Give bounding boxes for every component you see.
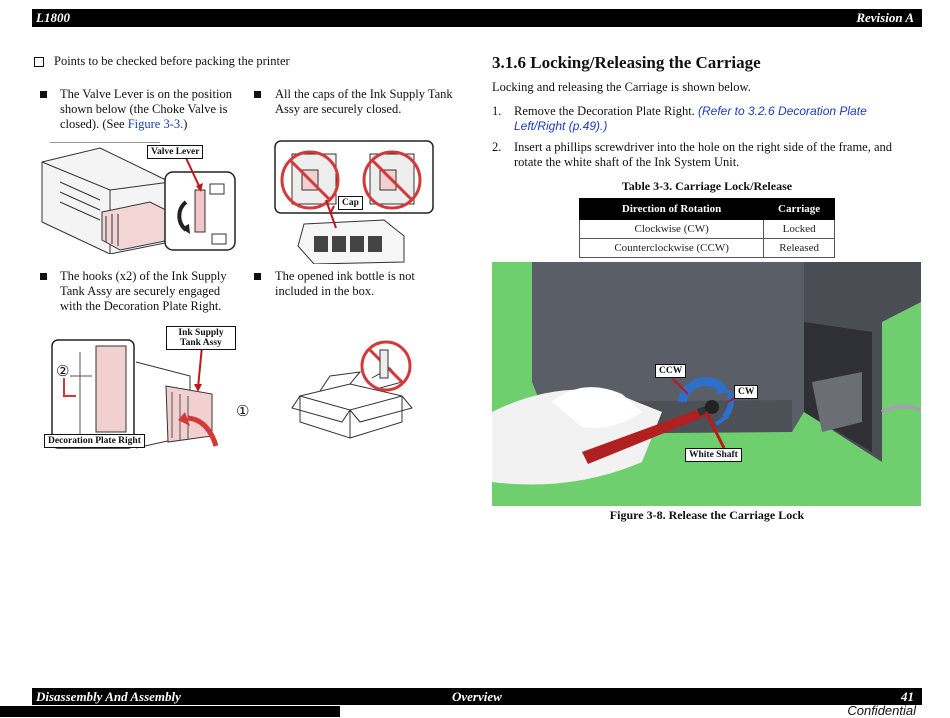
footer-stripe — [0, 706, 340, 717]
step-1: Remove the Decoration Plate Right. (Refe… — [514, 104, 867, 133]
footer-bar: Disassembly And Assembly Overview 41 — [32, 688, 922, 705]
section-title: 3.1.6 Locking/Releasing the Carriage — [492, 53, 761, 72]
footer-chapter: Disassembly And Assembly — [36, 689, 181, 704]
carriage-lock-table: Direction of Rotation Carriage Clockwise… — [578, 198, 835, 258]
header-bar: L1800 Revision A — [32, 9, 922, 27]
item-hooks: The hooks (x2) of the Ink Supply Tank As… — [60, 269, 227, 313]
table-cell: Counterclockwise (CCW) — [578, 238, 765, 258]
table-header-cell: Direction of Rotation — [578, 198, 765, 220]
table-cell: Locked — [763, 219, 835, 239]
checklist-checkbox — [34, 57, 44, 67]
callout-ink-supply-tank: Ink Supply Tank Assy — [166, 326, 236, 350]
step-2: Insert a phillips screwdriver into the h… — [514, 140, 893, 169]
footer-section: Overview — [452, 689, 502, 704]
valve-lever-illustration — [41, 142, 236, 254]
callout-decoration-plate: Decoration Plate Right — [44, 434, 145, 448]
table-header-row: Direction of Rotation Carriage — [578, 198, 835, 220]
table-cell: Released — [763, 238, 835, 258]
bullet-icon — [40, 91, 47, 98]
figure-caption: Figure 3-8. Release the Carriage Lock — [609, 508, 805, 522]
step-number: 2. — [492, 140, 502, 154]
photo-label-white-shaft: White Shaft — [685, 448, 742, 462]
item-caps: All the caps of the Ink Supply Tank Assy… — [275, 87, 453, 116]
item-ink-bottle: The opened ink bottle is not included in… — [275, 269, 415, 298]
figure-link[interactable]: Figure 3-3. — [127, 117, 184, 131]
header-revision: Revision A — [856, 10, 914, 25]
section-intro: Locking and releasing the Carriage is sh… — [492, 80, 751, 94]
table-row: Clockwise (CW) Locked — [578, 219, 835, 239]
photo-label-cw: CW — [734, 385, 759, 399]
header-model: L1800 — [36, 10, 70, 25]
table-cell: Clockwise (CW) — [578, 219, 765, 239]
page-number: 41 — [901, 689, 914, 704]
table-row: Counterclockwise (CCW) Released — [578, 238, 835, 258]
bullet-icon — [254, 273, 261, 280]
box-no-bottle-illustration — [291, 340, 413, 439]
checklist-title: Points to be checked before packing the … — [54, 54, 290, 68]
bullet-icon — [254, 91, 261, 98]
callout-number-2: ② — [56, 362, 70, 380]
carriage-lock-photo — [492, 262, 921, 506]
callout-number-1: ① — [236, 402, 250, 420]
ink-caps-illustration — [274, 140, 434, 264]
step-1-link[interactable]: (Refer to 3.2.6 Decoration Plate Left/Ri… — [514, 104, 867, 133]
table-header-cell: Carriage — [763, 198, 835, 220]
table-caption: Table 3-3. Carriage Lock/Release — [621, 179, 793, 193]
step-number: 1. — [492, 104, 502, 118]
confidential-label: Confidential — [847, 703, 916, 718]
photo-label-ccw: CCW — [655, 364, 687, 378]
bullet-icon — [40, 273, 47, 280]
item-valve-lever: The Valve Lever is on the position shown… — [60, 87, 232, 131]
decoration-plate-illustration — [51, 339, 219, 449]
callout-valve-lever: Valve Lever — [147, 145, 204, 159]
callout-cap: Cap — [338, 196, 363, 210]
